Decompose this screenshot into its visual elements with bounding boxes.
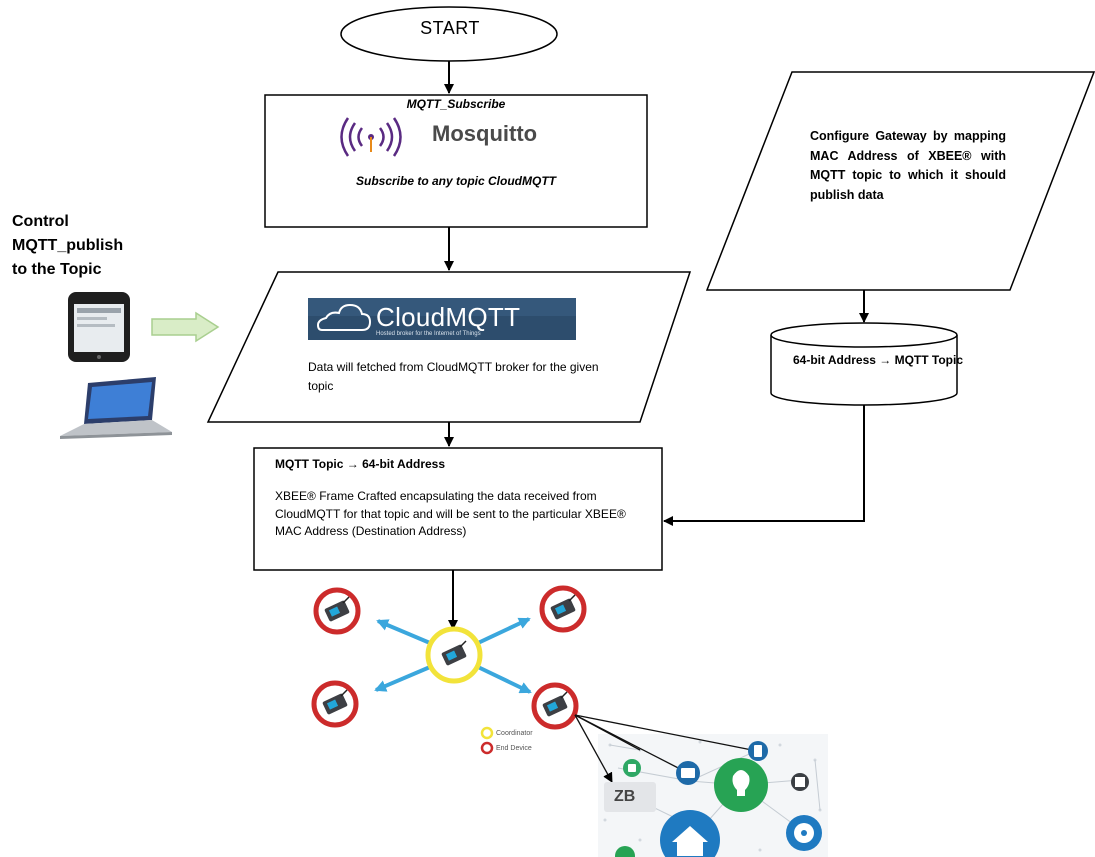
end-device-node [539, 585, 587, 633]
arrow-database-to-process [663, 405, 865, 526]
process-description: XBEE® Frame Crafted encapsulating the da… [275, 489, 626, 538]
mesh-arrows [374, 617, 532, 694]
legend-coordinator-marker [480, 726, 494, 740]
cloudmqtt-logo-tagline: Hosted broker for the Internet of Things [376, 331, 481, 337]
start-label: START [420, 18, 480, 38]
legend-coordinator-label: Coordinator [496, 730, 533, 737]
process-title: MQTT Topic → 64-bit Address [275, 457, 446, 471]
control-label-line: to the Topic [12, 261, 102, 278]
control-label-line: Control [12, 213, 69, 230]
legend-end-device-label: End Device [496, 745, 532, 752]
control-label-line: MQTT_publish [12, 237, 124, 254]
address-database-cylinder [770, 322, 958, 406]
iot-network [574, 714, 828, 857]
gateway-config-text: Configure Gateway by mapping MAC Address… [810, 129, 1006, 202]
laptop-icon [60, 377, 172, 439]
subscribe-title: MQTT_Subscribe [406, 97, 506, 111]
frame-process-box [253, 447, 663, 571]
zb-badge-label: ZB [614, 788, 636, 805]
subscribe-description: Subscribe to any topic CloudMQTT [355, 174, 556, 188]
cloudmqtt-description: Data will fetched from CloudMQTT broker … [308, 360, 599, 393]
mosquitto-logo-icon [340, 117, 402, 157]
end-device-node [313, 587, 361, 635]
cloudmqtt-logo-text: CloudMQTT [376, 302, 521, 332]
cloud-icon [316, 303, 372, 331]
control-publish-label: Control MQTT_publish to the Topic [12, 210, 232, 282]
subscribe-process-box [264, 94, 648, 228]
end-device-node [311, 680, 359, 728]
gateway-config-box [705, 71, 1095, 291]
cloudmqtt-input-box [206, 271, 692, 423]
publish-flow-arrow [151, 311, 220, 343]
end-device-node [531, 682, 579, 730]
mosquitto-logo-text: Mosquitto [432, 121, 538, 146]
smartphone-icon [68, 292, 130, 362]
legend-end-device-marker [480, 741, 494, 755]
coordinator-node [425, 626, 483, 684]
database-text: 64-bit Address → MQTT Topic [793, 353, 964, 367]
